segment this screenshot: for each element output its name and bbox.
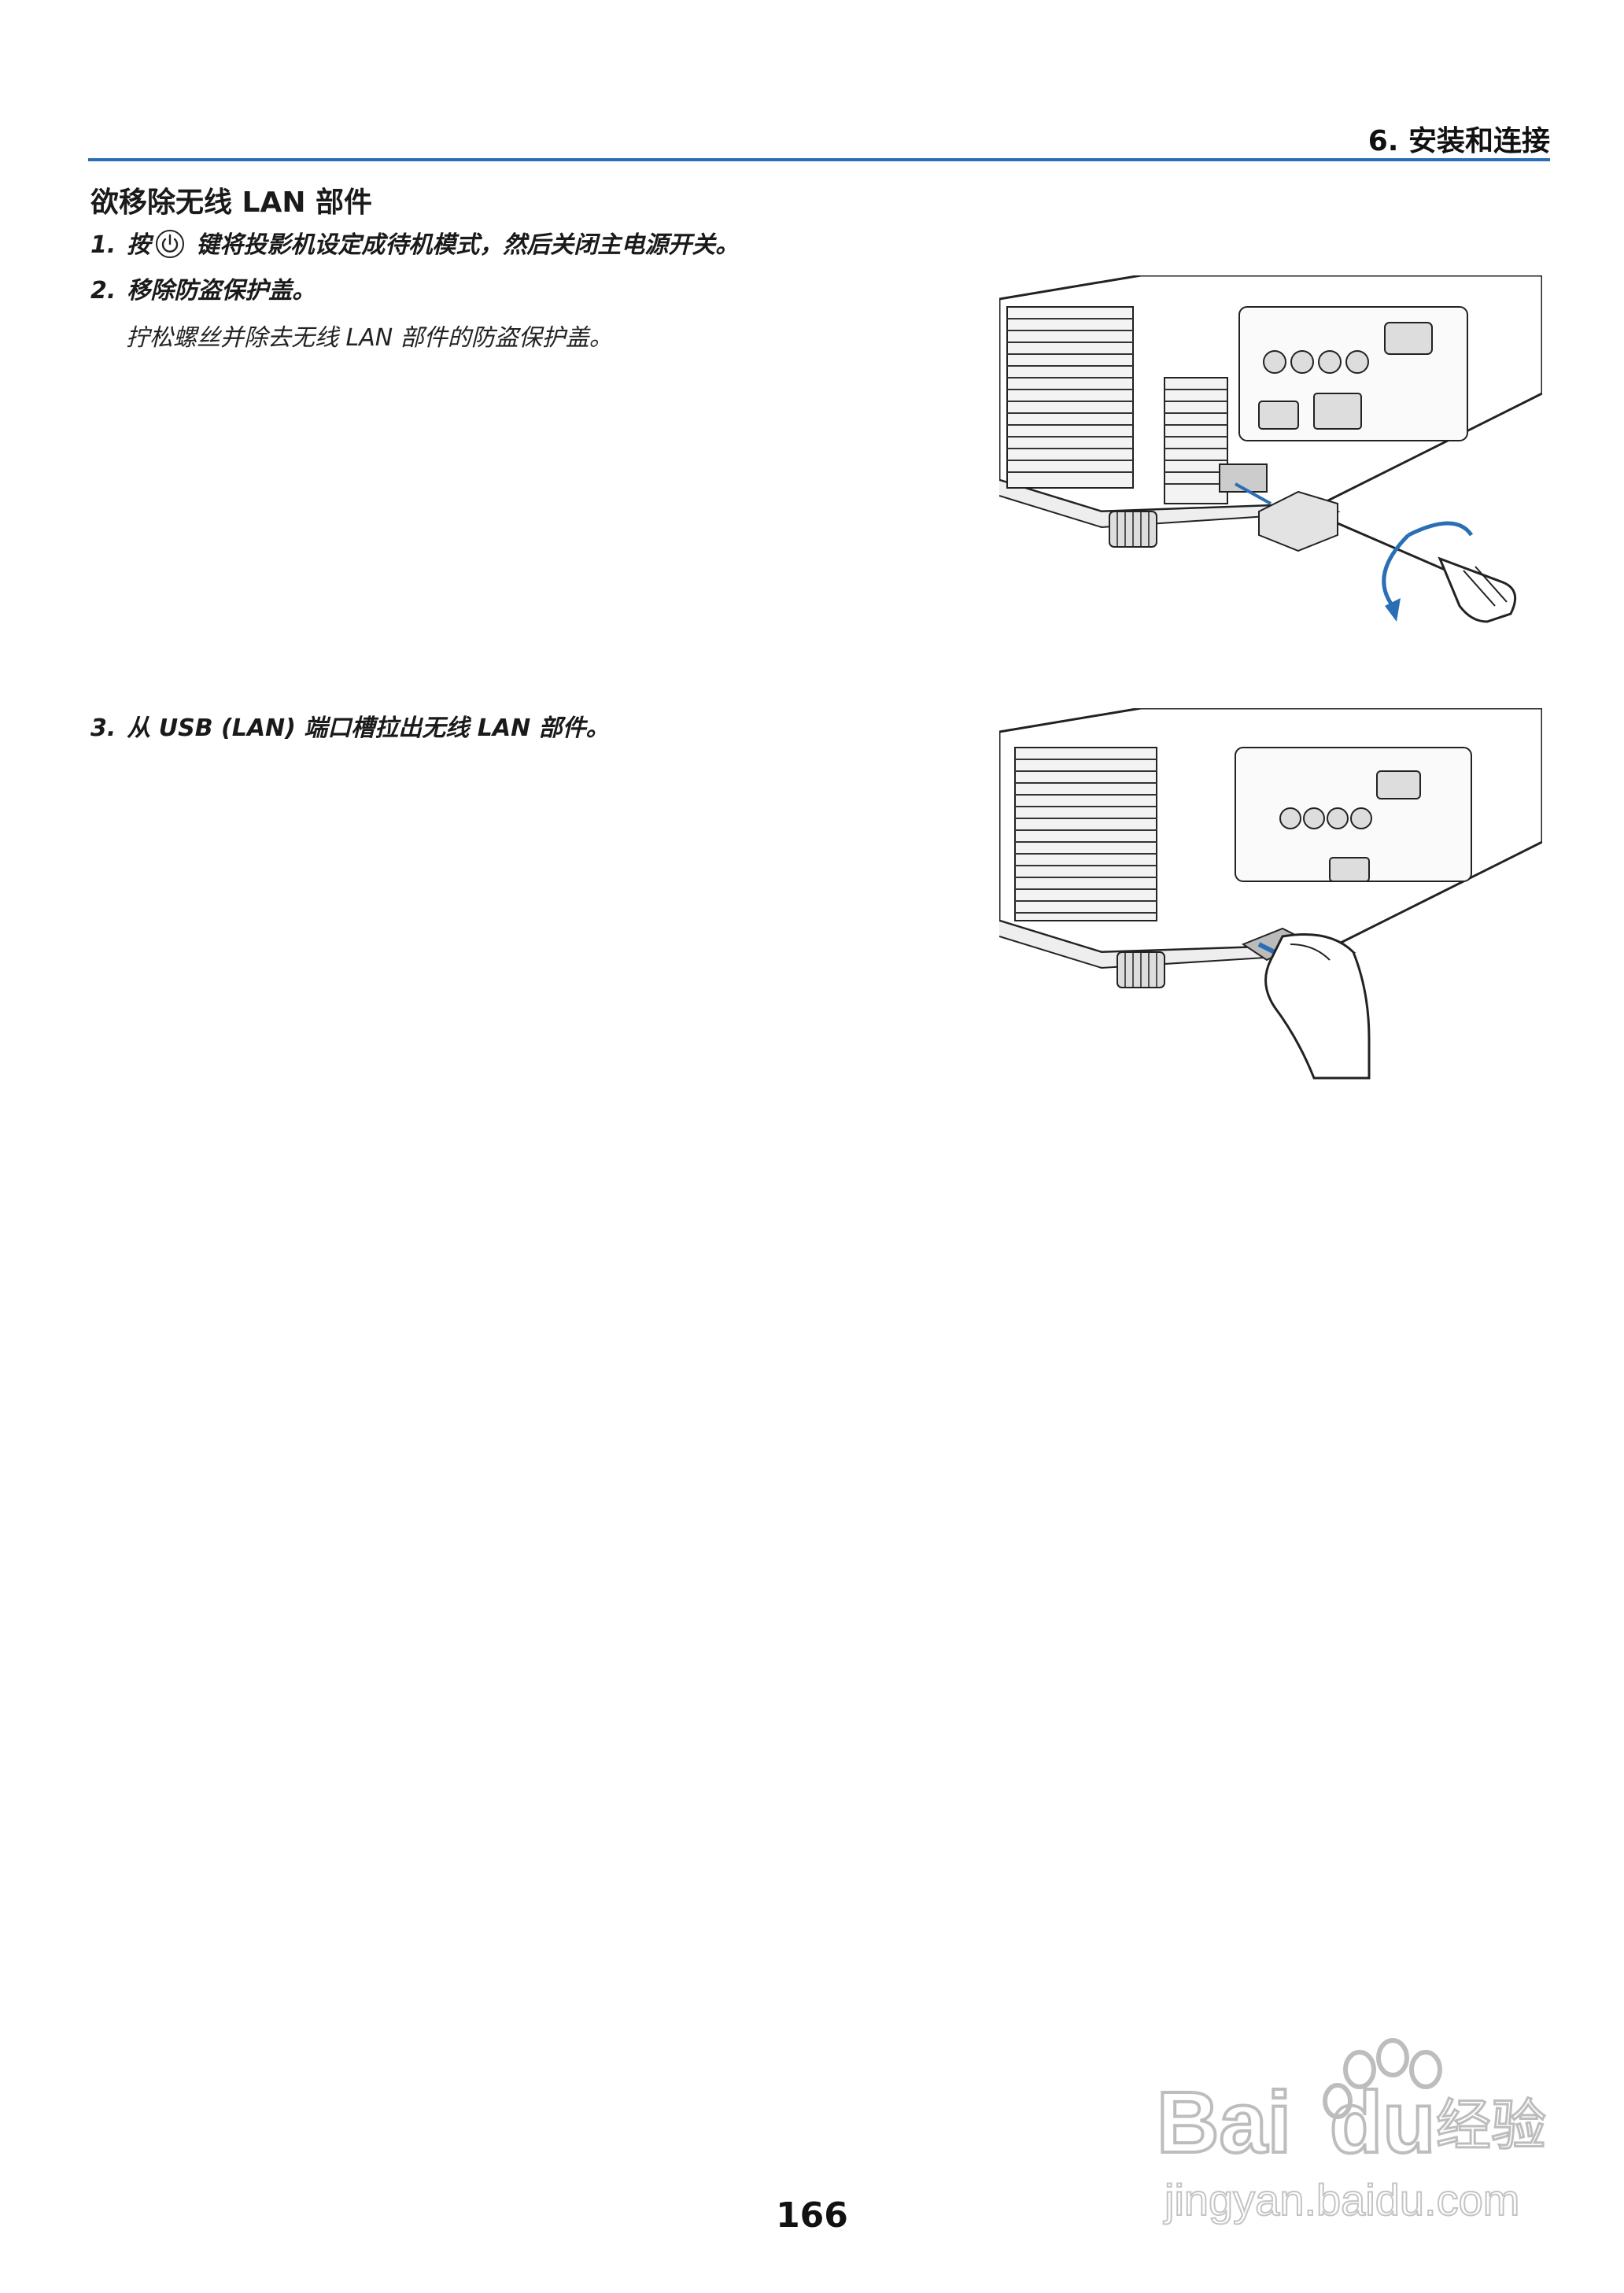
step-number: 2. xyxy=(90,277,116,305)
step-text: 从 USB (LAN) 端口槽拉出无线 LAN 部件。 xyxy=(127,714,610,742)
step-text-after: 键将投影机设定成待机模式，然后关闭主电源开关。 xyxy=(196,231,740,259)
step-text-before: 按 xyxy=(127,231,151,259)
page-number: 166 xyxy=(776,2195,848,2236)
watermark-url: jingyan.baidu.com xyxy=(1163,2175,1519,2225)
power-icon xyxy=(155,229,185,259)
watermark-brand: Bai xyxy=(1157,2074,1291,2171)
chapter-title: 6. 安装和连接 xyxy=(1367,125,1550,157)
pull-out-wireless-lan-unit-illustration xyxy=(998,707,1544,1086)
step-2-detail: 拧松螺丝并除去无线 LAN 部件的防盗保护盖。 xyxy=(126,324,613,352)
step-2: 2. 移除防盗保护盖。 xyxy=(90,271,316,305)
step-3: 3. 从 USB (LAN) 端口槽拉出无线 LAN 部件。 xyxy=(90,708,610,743)
watermark-brand-2: du xyxy=(1330,2074,1435,2171)
step-1: 1. 按 键将投影机设定成待机模式，然后关闭主电源开关。 xyxy=(90,225,739,260)
header-divider xyxy=(88,158,1550,161)
watermark-cn: 经验 xyxy=(1436,2093,1546,2158)
step-number: 1. xyxy=(90,231,116,259)
baidu-watermark: Bai du 经验 jingyan.baidu.com xyxy=(1149,2014,1558,2251)
remove-anti-theft-cover-illustration xyxy=(998,274,1544,661)
step-number: 3. xyxy=(90,714,116,742)
step-text: 移除防盗保护盖。 xyxy=(127,277,316,305)
section-title: 欲移除无线 LAN 部件 xyxy=(90,186,372,219)
